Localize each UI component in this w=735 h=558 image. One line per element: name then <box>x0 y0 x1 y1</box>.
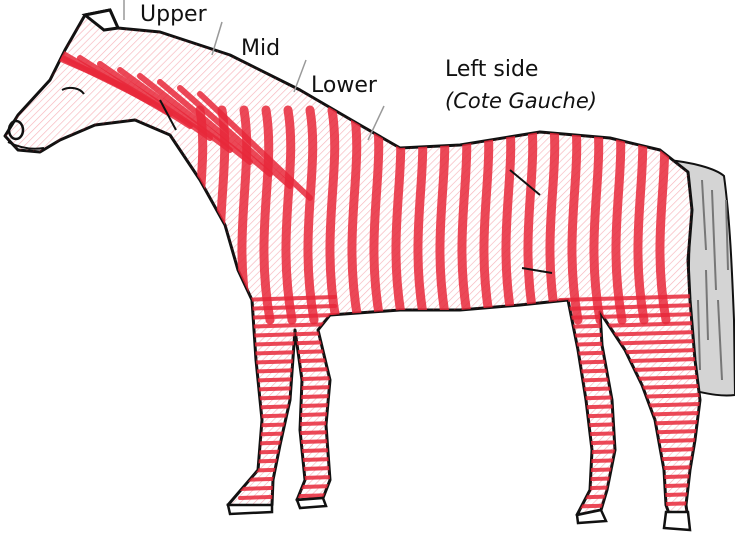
neck-mark <box>159 99 177 131</box>
eye <box>61 86 85 95</box>
body-mark-1 <box>509 169 541 196</box>
tail-hair-strokes <box>697 179 729 381</box>
hoof-hind-left <box>575 508 608 525</box>
body-mark-2 <box>521 267 553 274</box>
side-leader-line <box>367 105 385 141</box>
ear <box>81 8 121 32</box>
label-lower: Lower <box>311 73 377 98</box>
label-left-side: Left side <box>445 57 539 82</box>
label-cote-gauche: (Cote Gauche) <box>445 89 597 113</box>
hoof-front-left <box>226 503 274 516</box>
label-upper: Upper <box>140 2 207 27</box>
lower-leader-line <box>293 59 307 93</box>
mid-leader-line <box>211 21 223 56</box>
label-mid: Mid <box>241 36 281 61</box>
mouth <box>7 141 45 150</box>
hoof-hind-right <box>662 510 692 532</box>
hoof-front-right <box>295 496 328 510</box>
nostril <box>7 119 25 141</box>
